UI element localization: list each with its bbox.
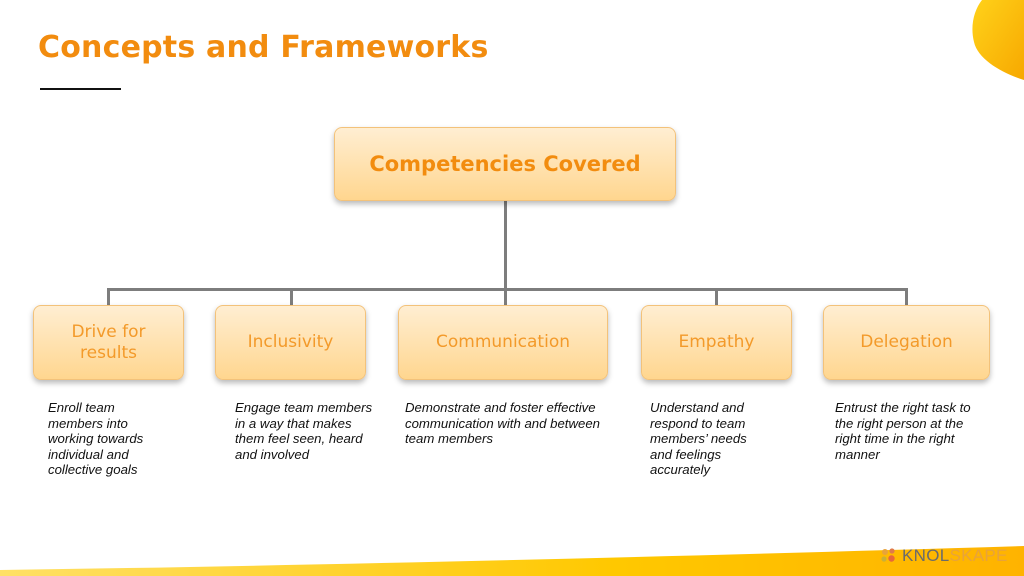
child-node-inclusivity: Inclusivity [215,305,366,380]
drop-line-4 [715,288,718,305]
title-underline [40,88,121,90]
description-drive-for-results: Enroll team members into working towards… [48,400,144,477]
corner-decoration-shape [972,0,1024,80]
horizontal-connector-line [107,288,908,291]
description-empathy: Understand and respond to team members’ … [650,400,747,477]
drop-line-2 [290,288,293,305]
description-communication: Demonstrate and foster effective communi… [405,400,600,446]
description-delegation: Entrust the right task to the right pers… [835,400,971,462]
child-node-label: Empathy [678,332,755,352]
logo-mark-icon [881,548,895,562]
child-node-label: Drive for results [71,321,146,363]
child-node-label: Communication [436,332,570,352]
root-node-label: Competencies Covered [369,152,641,176]
child-node-delegation: Delegation [823,305,990,380]
child-node-label: Inclusivity [247,332,334,352]
logo-text-knol: KNOL [902,546,950,565]
root-connector-line [504,201,507,289]
drop-line-1 [107,288,110,305]
root-node-box: Competencies Covered [334,127,676,201]
logo-text-skape: SKAPE [949,546,1008,565]
description-inclusivity: Engage team members in a way that makes … [235,400,373,462]
child-node-label: Delegation [860,332,953,352]
child-node-communication: Communication [398,305,608,380]
drop-line-3 [504,288,507,305]
footer-band [0,546,1024,576]
page-title: Concepts and Frameworks [38,30,489,65]
logo-text: KNOLSKAPE [902,546,1008,566]
child-node-drive-for-results: Drive for results [33,305,184,380]
child-node-empathy: Empathy [641,305,792,380]
knolskape-logo: KNOLSKAPE [880,546,1008,566]
drop-line-5 [905,288,908,305]
